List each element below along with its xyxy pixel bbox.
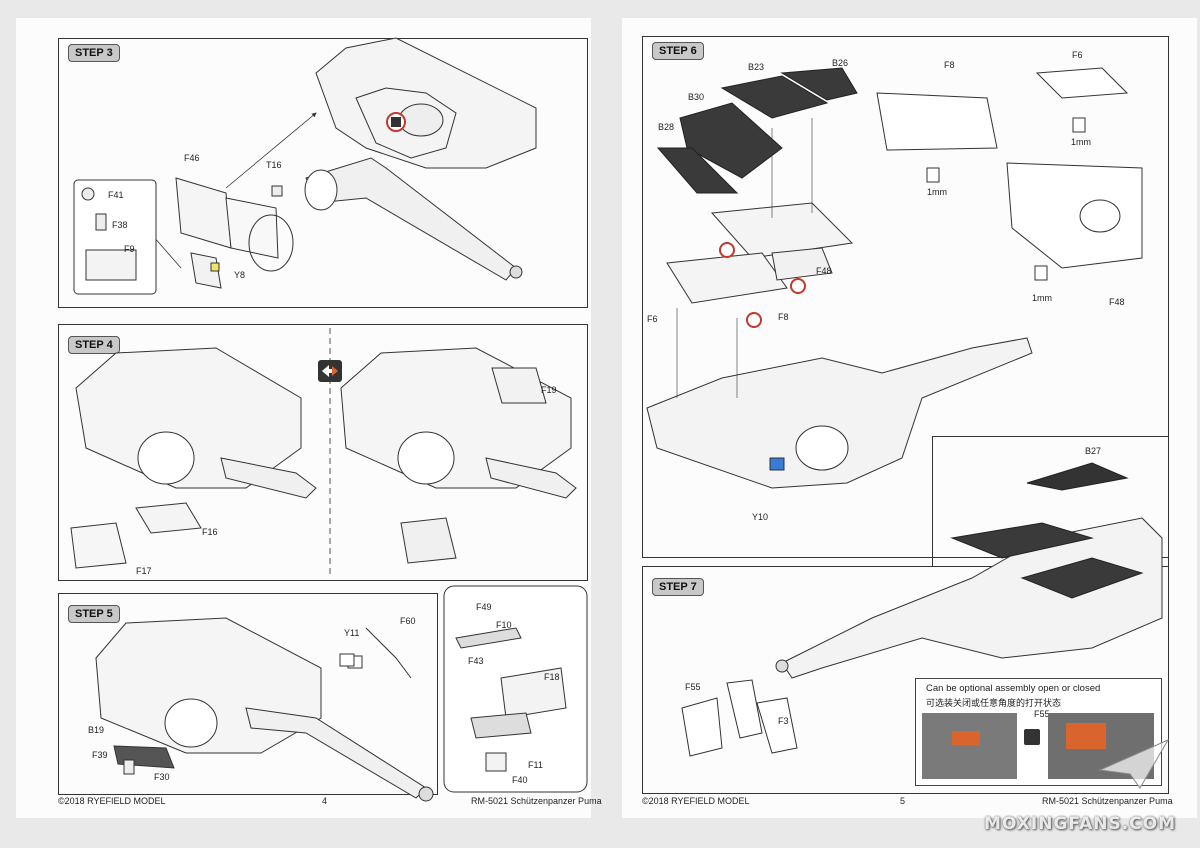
swap-arrows-icon — [318, 360, 342, 382]
paper-plane-logo-icon — [1098, 738, 1170, 789]
part-label: F38 — [112, 220, 128, 230]
part-label: Y8 — [234, 270, 246, 280]
step4-badge: STEP 4 — [68, 336, 120, 354]
part-label: F55 — [1034, 709, 1050, 719]
part-label: F55 — [685, 682, 701, 692]
part-label: F19 — [541, 385, 557, 395]
hatch-highlight — [1066, 723, 1106, 749]
part-label: B26 — [832, 58, 849, 68]
step7-badge: STEP 7 — [652, 578, 704, 596]
step3-panel — [58, 38, 588, 308]
glue-warning-icon — [719, 242, 806, 328]
part-label: B23 — [748, 62, 765, 72]
footer-page-number: 5 — [900, 796, 906, 806]
part-label: F39 — [92, 750, 108, 760]
footer-kit-name: RM-5021 Schützenpanzer Puma — [1042, 796, 1173, 806]
step4-panel — [58, 324, 588, 581]
dimension-label: 1mm — [1071, 137, 1091, 147]
part-label: F6 — [1072, 50, 1083, 60]
drill-icon — [926, 117, 1086, 281]
part-label: F43 — [468, 656, 484, 666]
watermark-text: MOXINGFANS.COM — [984, 814, 1176, 834]
step4-drawing — [70, 328, 577, 576]
part-label: F40 — [512, 775, 528, 785]
part-label: B27 — [1085, 446, 1102, 456]
step7-upper-frame — [932, 436, 1169, 567]
part-label: F8 — [944, 60, 955, 70]
swap-arrows-icon — [1024, 729, 1040, 745]
part-label: F16 — [202, 527, 218, 537]
part-label: F46 — [184, 153, 200, 163]
part-label: F18 — [544, 672, 560, 682]
step6-drawing — [646, 67, 1143, 489]
instruction-page-right: STEP 6 B23 B2 — [622, 18, 1197, 818]
part-label: F30 — [154, 772, 170, 782]
step6-badge: STEP 6 — [652, 42, 704, 60]
part-label: T16 — [266, 160, 282, 170]
part-label: F9 — [124, 244, 135, 254]
hatch-highlight — [952, 731, 980, 745]
decal-icon — [339, 653, 355, 667]
note-text-cn: 可选装关闭或任意角度的打开状态 — [926, 698, 1062, 708]
step7-drawing — [681, 462, 1163, 757]
footer-copyright: ©2018 RYEFIELD MODEL — [642, 796, 750, 806]
part-label: F8 — [778, 312, 789, 322]
glue-warning-icon — [386, 112, 406, 132]
part-label: F48 — [816, 266, 832, 276]
step5-drawing — [95, 585, 588, 802]
step3-drawing — [73, 37, 537, 295]
footer-copyright: ©2018 RYEFIELD MODEL — [58, 796, 166, 806]
step6-panel — [642, 36, 1169, 558]
step5-panel — [58, 593, 438, 795]
step3-badge: STEP 3 — [68, 44, 120, 62]
closed-hatch-photo — [922, 713, 1017, 779]
note-text-en: Can be optional assembly open or closed — [926, 683, 1101, 694]
part-label: F10 — [496, 620, 512, 630]
part-label: Y10 — [752, 512, 769, 522]
footer-page-number: 4 — [322, 796, 328, 806]
part-label: Y11 — [344, 628, 360, 638]
dimension-label: 1mm — [1032, 293, 1052, 303]
part-label: F6 — [647, 314, 658, 324]
part-label: B28 — [658, 122, 675, 132]
part-label: F48 — [1109, 297, 1125, 307]
footer-kit-name: RM-5021 Schützenpanzer Puma — [471, 796, 602, 806]
part-label: B30 — [688, 92, 705, 102]
part-label: F41 — [108, 190, 124, 200]
part-label: B19 — [88, 725, 105, 735]
part-label: F60 — [400, 616, 416, 626]
step5-badge: STEP 5 — [68, 605, 120, 623]
part-label: F3 — [778, 716, 789, 726]
part-label: F17 — [136, 566, 152, 576]
instruction-page-left: STEP 3 F46 T16 F41 F38 F9 Y8 — [16, 18, 602, 818]
step7-panel — [642, 566, 1169, 794]
dimension-label: 1mm — [927, 187, 947, 197]
part-label: F11 — [528, 760, 543, 770]
part-label: F49 — [476, 602, 492, 612]
